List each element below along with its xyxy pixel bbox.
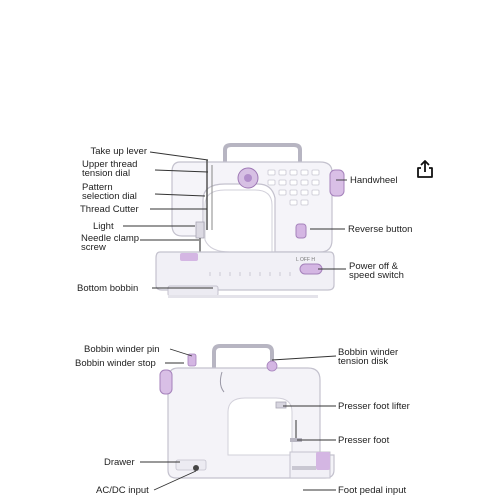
upper-thread-tension-dial-label: Upper thread tension dial [82,159,138,179]
pattern-selection-dial-label: Pattern selection dial [82,182,137,202]
bobbin-winder-pin-label: Bobbin winder pin [84,344,160,355]
needle-clamp-screw-label: Needle clamp screw [81,233,140,253]
presser-foot-lifter-label: Presser foot lifter [338,401,410,412]
bobbin-winder-tension-disk-label: Bobbin winder tension disk [338,347,399,367]
thread-cutter-label: Thread Cutter [80,204,139,215]
top-machine-illustration [155,143,345,298]
ac-dc-input-label: AC/DC input [96,485,149,496]
take-up-lever-label: Take up lever [90,146,147,157]
foot-pedal-input-label: Foot pedal input [338,485,407,496]
drawer-label: Drawer [104,457,135,468]
light-label: Light [93,221,114,232]
handwheel-label: Handwheel [350,175,398,186]
presser-foot-label: Presser foot [338,435,390,446]
bottom-leader-lines [140,348,337,491]
top-leader-lines [123,151,347,289]
bottom-bobbin-label: Bottom bobbin [77,283,139,294]
bottom-machine-illustration [159,344,335,479]
reverse-button-label: Reverse button [348,224,413,235]
power-off-speed-switch-label: Power off & speed switch [349,261,404,281]
share-icon[interactable] [414,158,436,180]
bobbin-winder-stop-label: Bobbin winder stop [75,358,156,369]
switch-text: L OFF H [296,257,315,263]
